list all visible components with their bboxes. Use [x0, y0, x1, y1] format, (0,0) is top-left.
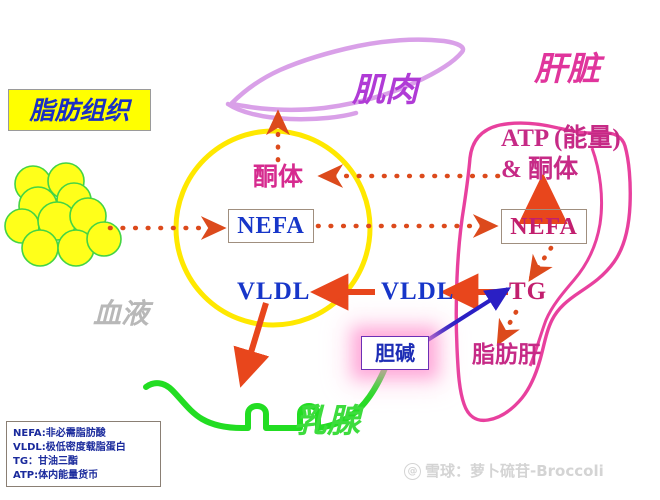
blood-nefa-box: NEFA	[228, 209, 314, 243]
mammary-gland-label: 乳腺	[294, 401, 360, 440]
legend-line-tg: TG：甘油三酯	[13, 456, 79, 467]
liver-inner-contour	[528, 147, 604, 367]
liver-vldl-label: VLDL	[381, 278, 455, 305]
liver-ketone-bodies-label: & 酮体	[501, 156, 579, 183]
blood-label: 血液	[93, 297, 150, 330]
watermark-text: 雪球：萝卜硫苷-Broccoli	[425, 462, 604, 480]
legend-line-vldl: VLDL:极低密度载脂蛋白	[13, 442, 126, 453]
watermark: @ 雪球：萝卜硫苷-Broccoli	[404, 463, 604, 480]
liver-tg-label: TG	[509, 278, 548, 305]
legend-line-nefa: NEFA:非必需脂肪酸	[13, 428, 106, 439]
at-sign-icon: @	[404, 463, 421, 480]
liver-label: 肝脏	[534, 49, 600, 88]
fatty-liver-label: 脂肪肝	[472, 342, 541, 368]
blood-vldl-label: VLDL	[237, 278, 311, 305]
choline-box: 胆碱	[361, 336, 429, 370]
liver-atp-label: ATP (能量)	[501, 125, 621, 152]
mammary-shape	[143, 363, 389, 431]
adipose-tissue-title: 脂肪组织	[8, 89, 151, 131]
muscle-shape	[225, 37, 466, 122]
legend-box: NEFA:非必需脂肪酸 VLDL:极低密度载脂蛋白 TG：甘油三酯 ATP:体内…	[6, 421, 161, 487]
liver-shape	[454, 121, 632, 423]
arrow-tg-to-fatty-liver	[496, 309, 520, 347]
muscle-label: 肌肉	[352, 70, 418, 109]
arrow-vldl-to-mammary	[233, 302, 270, 388]
liver-nefa-box: NEFA	[501, 209, 587, 244]
blood-ketone-bodies-label: 酮体	[253, 162, 304, 191]
legend-line-atp: ATP:体内能量货币	[13, 470, 99, 481]
arrow-liver-nefa-to-tg	[528, 245, 554, 282]
adipocyte-cluster	[4, 162, 122, 267]
